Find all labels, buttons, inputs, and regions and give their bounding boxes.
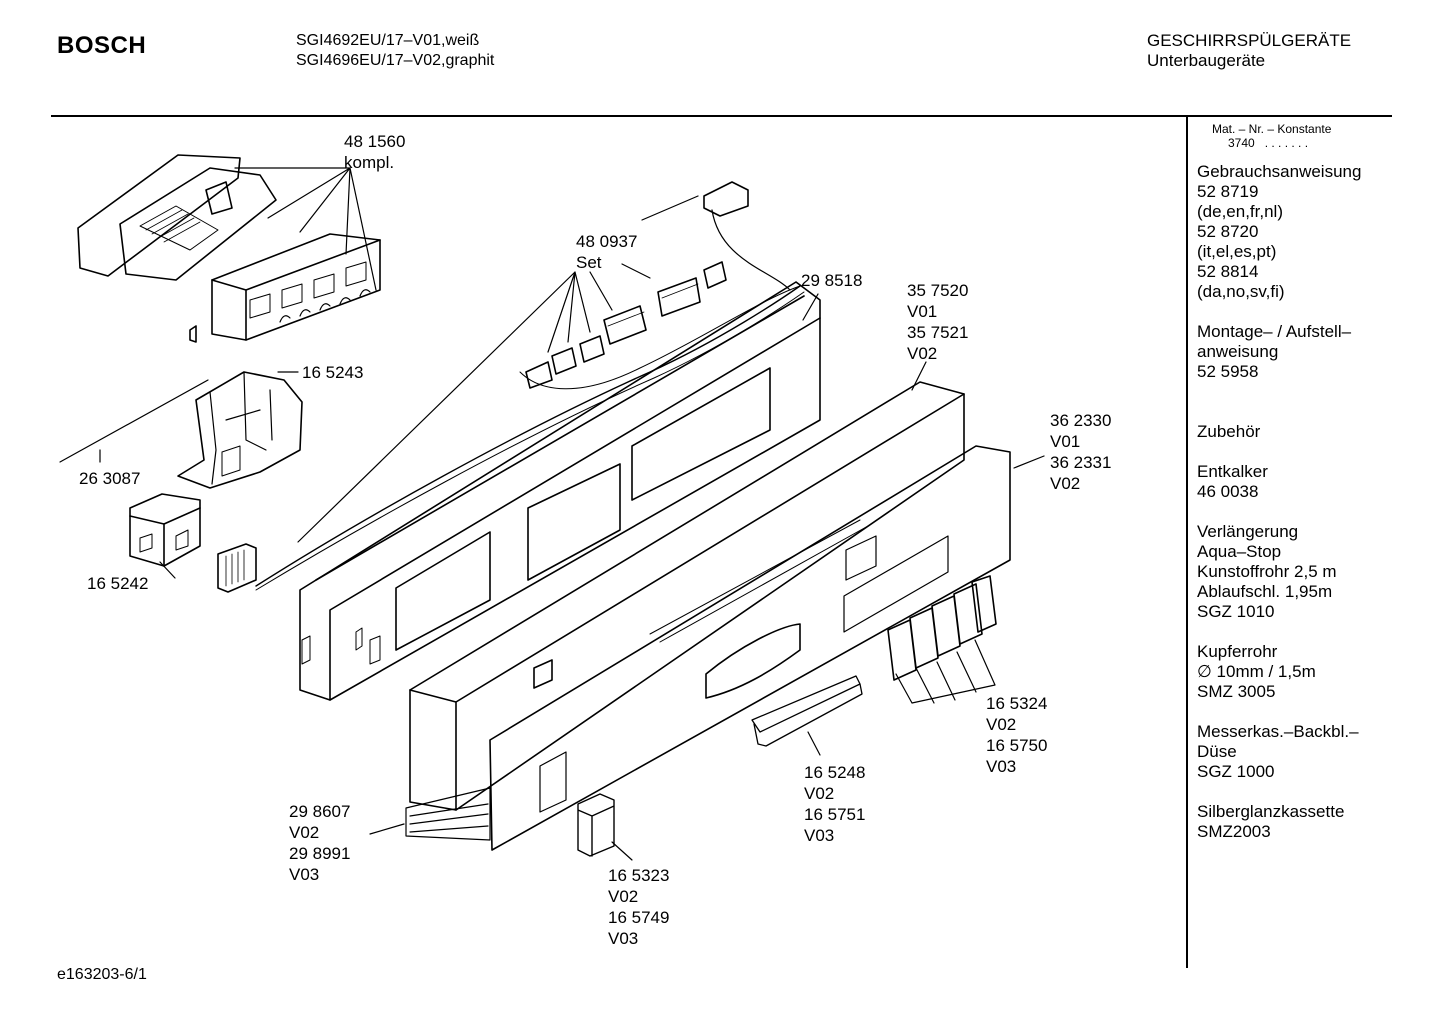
header-divider bbox=[51, 115, 1392, 117]
sidebar-line: 52 8814 bbox=[1197, 262, 1259, 281]
frame-298518 bbox=[299, 281, 821, 701]
material-number-label: Mat. – Nr. – Konstante bbox=[1212, 122, 1332, 136]
sidebar-line: Montage– / Aufstell– bbox=[1197, 322, 1352, 341]
sidebar-line: Gebrauchsanweisung bbox=[1197, 162, 1362, 181]
model-line-1: SGI4692EU/17–V01,weiß bbox=[296, 32, 480, 49]
sidebar-line: SGZ 1000 bbox=[1197, 762, 1275, 781]
connector-plug bbox=[217, 543, 257, 593]
sidebar-line: SMZ 3005 bbox=[1197, 682, 1276, 701]
wiring-harness-480937 bbox=[255, 181, 805, 591]
sidebar-line: 52 8720 bbox=[1197, 222, 1259, 241]
knob-165323 bbox=[577, 793, 615, 857]
part-label-263087: 26 3087 bbox=[79, 469, 141, 488]
sidebar-line: Zubehör bbox=[1197, 422, 1261, 441]
buttons-165324 bbox=[887, 575, 997, 681]
sidebar-line: 52 5958 bbox=[1197, 362, 1259, 381]
sidebar-line: Ablaufschl. 1,95m bbox=[1197, 582, 1333, 601]
subcategory-title: Unterbaugeräte bbox=[1147, 51, 1266, 70]
sidebar-line: Kunstoffrohr 2,5 m bbox=[1197, 562, 1337, 581]
cover-362330 bbox=[489, 445, 1011, 851]
drawing-code: e163203-6/1 bbox=[57, 966, 147, 983]
part-label-165243: 16 5243 bbox=[302, 363, 364, 382]
panel-357520 bbox=[409, 381, 965, 811]
sidebar-group: Zubehör bbox=[1197, 422, 1437, 442]
model-line-2: SGI4696EU/17–V02,graphit bbox=[296, 52, 495, 69]
part-label-298518: 29 8518 bbox=[801, 271, 863, 290]
trim-165248 bbox=[751, 675, 863, 747]
sidebar-line: Düse bbox=[1197, 742, 1237, 761]
material-number-dots: . . . . . . . bbox=[1264, 136, 1309, 150]
category-title: GESCHIRRSPÜLGERÄTE bbox=[1147, 31, 1352, 50]
bracket-165243 bbox=[177, 371, 303, 489]
sidebar-line: Verlängerung bbox=[1197, 522, 1299, 541]
sidebar-line: ∅ 10mm / 1,5m bbox=[1197, 662, 1316, 681]
material-number-block: Mat. – Nr. – Konstante 3740 . . . . . . . bbox=[1212, 122, 1331, 150]
sidebar-line: Silberglanzkassette bbox=[1197, 802, 1345, 821]
exploded-view-drawing bbox=[59, 154, 1045, 861]
sidebar-line: Kupferrohr bbox=[1197, 642, 1278, 661]
sidebar-line: Messerkas.–Backbl.– bbox=[1197, 722, 1359, 741]
leader-lines bbox=[59, 167, 1045, 861]
sidebar-divider bbox=[1186, 116, 1188, 968]
control-module-481560 bbox=[77, 154, 381, 343]
sidebar-line: (da,no,sv,fi) bbox=[1197, 282, 1285, 301]
strip-298607 bbox=[405, 787, 491, 841]
sidebar-line: SGZ 1010 bbox=[1197, 602, 1275, 621]
material-number-value: 3740 bbox=[1228, 136, 1255, 150]
brand-logo: BOSCH bbox=[57, 32, 147, 59]
sidebar-line: Entkalker bbox=[1197, 462, 1268, 481]
sidebar-line: anweisung bbox=[1197, 342, 1279, 361]
sidebar-line: Aqua–Stop bbox=[1197, 542, 1282, 561]
sidebar-line: (de,en,fr,nl) bbox=[1197, 202, 1283, 221]
part-label-165242: 16 5242 bbox=[87, 574, 149, 593]
sidebar-line: 52 8719 bbox=[1197, 182, 1259, 201]
sidebar-line: SMZ2003 bbox=[1197, 822, 1271, 841]
sidebar-line: 46 0038 bbox=[1197, 482, 1259, 501]
sidebar-line: (it,el,es,pt) bbox=[1197, 242, 1277, 261]
switch-165242 bbox=[129, 493, 201, 567]
